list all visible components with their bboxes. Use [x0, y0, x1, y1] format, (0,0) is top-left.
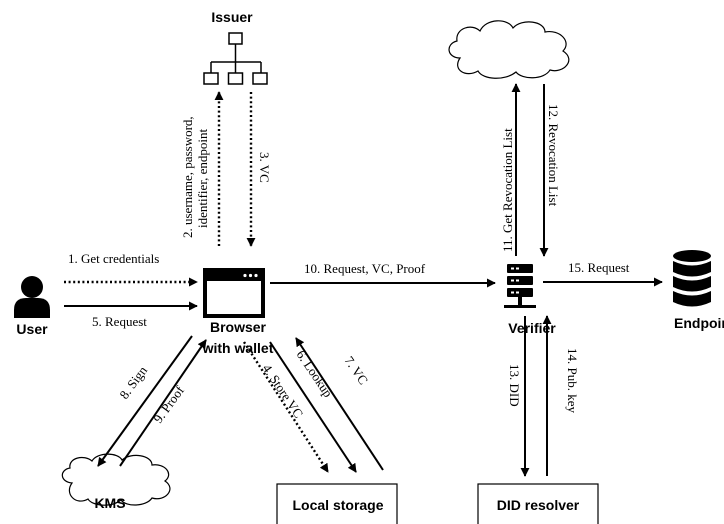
edge-label-vc-3: 3. VC: [257, 152, 272, 183]
browser-label-line2: with wallet: [202, 340, 274, 356]
edge-label-request-vc-proof: 10. Request, VC, Proof: [304, 261, 426, 276]
edge-label-request-15: 15. Request: [568, 260, 630, 275]
endpoint-label: Endpoint: [674, 315, 724, 331]
edge-label-proof: 9. Proof: [150, 383, 187, 426]
hierarchy-icon: [203, 32, 268, 85]
edge-label-request-5: 5. Request: [92, 314, 147, 329]
browser-label-line1: Browser: [210, 319, 267, 335]
edge-label-pub-key: 14. Pub. key: [565, 348, 580, 414]
database-icon: [673, 250, 711, 307]
edge-label-get-credentials: 1. Get credentials: [68, 251, 159, 266]
edge-label-sign: 8. Sign: [116, 363, 150, 402]
did-resolver-box: [477, 483, 599, 524]
edge-store-vc: [242, 341, 330, 473]
cloud-icon: [448, 20, 570, 79]
cloud-icon: [61, 453, 171, 506]
local-storage-box: [276, 483, 398, 524]
edge-vc-7: [295, 337, 384, 471]
user-icon: [14, 276, 50, 318]
did-resolver-label: DID resolver: [497, 497, 580, 513]
verifier-label: Verifier: [508, 320, 556, 336]
browser-window-icon: [203, 268, 265, 318]
edge-label-store-vc: 4. Store VC: [260, 361, 307, 420]
edge-label-did: 13. DID: [507, 364, 522, 407]
user-label: User: [16, 321, 48, 337]
edge-proof: [119, 339, 207, 467]
edge-sign: [97, 335, 193, 467]
kms-label: KMS: [94, 495, 125, 511]
edge-label-vc-7: 7. VC: [342, 353, 372, 387]
issuer-label: Issuer: [211, 9, 253, 25]
edge-lookup: [269, 341, 357, 473]
edge-label-lookup: 6. Lookup: [294, 347, 336, 400]
edge-label-get-revocation-list: 11. Get Revocation List: [500, 128, 515, 252]
edge-label-revocation-list: 12. Revocation List: [546, 104, 561, 207]
edge-label-username-line2: identifier, endpoint: [195, 128, 210, 228]
edge-label-username-line1: 2. username, password,: [180, 116, 195, 238]
server-rack-icon: [504, 264, 536, 308]
local-storage-label: Local storage: [292, 497, 383, 513]
